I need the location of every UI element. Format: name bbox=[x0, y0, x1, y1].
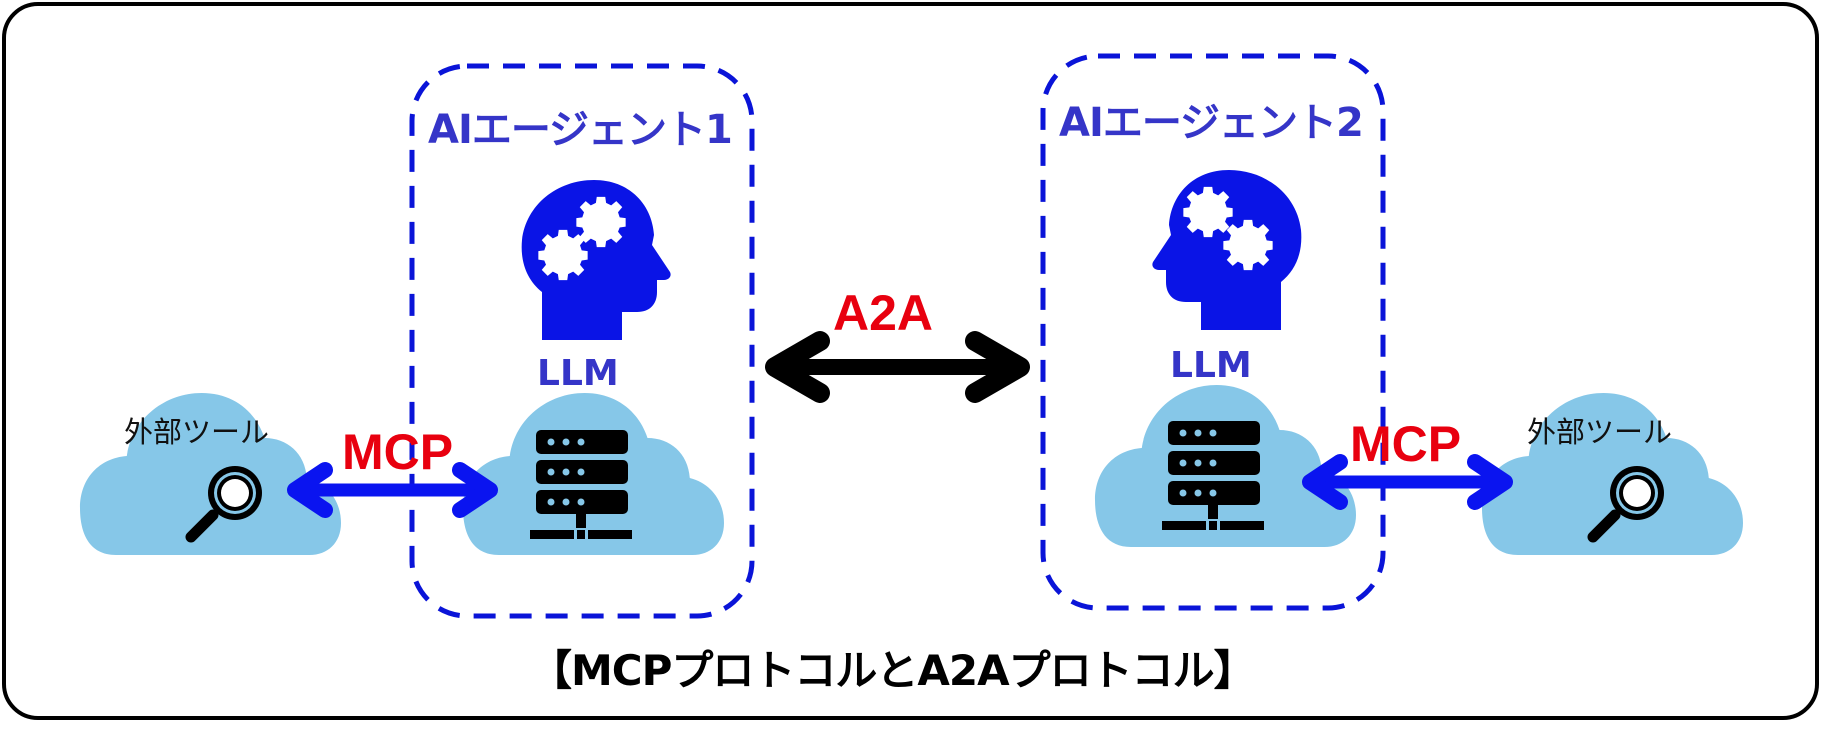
gear-icon bbox=[1223, 219, 1273, 271]
a2a-label: A2A bbox=[833, 285, 934, 341]
mcp-arrow-1 bbox=[287, 462, 498, 518]
llm-label-1: LLM bbox=[537, 353, 619, 394]
gear-icon bbox=[1183, 186, 1233, 238]
tool-label-1: 外部ツール bbox=[124, 415, 270, 449]
agent-title-2: AIエージェント2 bbox=[1059, 100, 1364, 146]
mcp-label-1: MCP bbox=[342, 424, 454, 480]
agent-box-2 bbox=[1040, 53, 1386, 611]
mcp-arrow-2 bbox=[1302, 454, 1513, 510]
llm-label-2: LLM bbox=[1170, 345, 1252, 386]
diagram-caption: 【MCPプロトコルとA2Aプロトコル】 bbox=[530, 646, 1256, 695]
a2a-arrow bbox=[765, 331, 1030, 403]
mcp-label-2: MCP bbox=[1350, 416, 1462, 472]
gear-icon bbox=[538, 229, 588, 281]
agent-box-1 bbox=[409, 63, 755, 619]
tool-label-2: 外部ツール bbox=[1527, 415, 1673, 449]
gear-icon bbox=[576, 196, 626, 248]
agent-title-1: AIエージェント1 bbox=[428, 107, 733, 153]
